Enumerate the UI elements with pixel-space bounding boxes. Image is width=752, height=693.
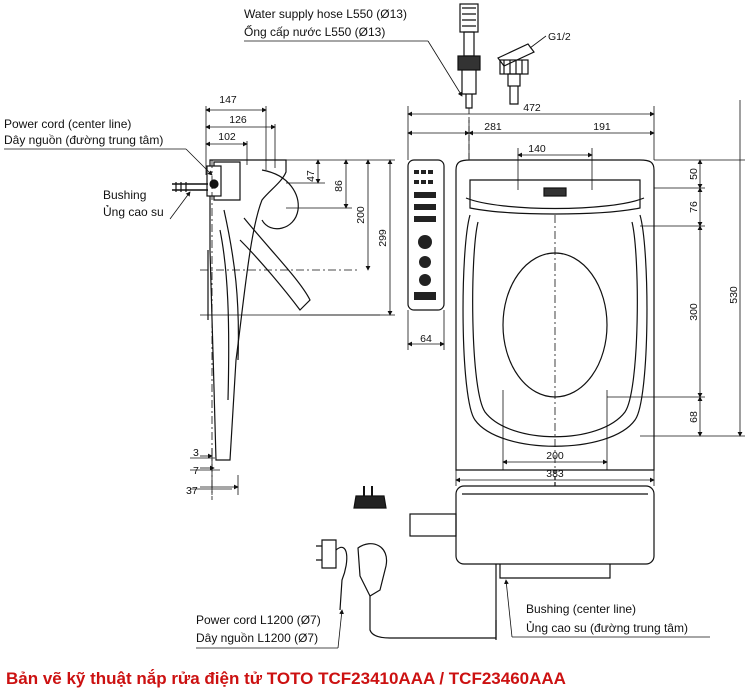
dim-50: 50 (688, 168, 700, 180)
top-dimensions (407, 100, 745, 486)
label-power-cord-en: Power cord L1200 (Ø7) (196, 613, 321, 627)
dim-3: 3 (193, 447, 199, 459)
label-power-cord-center-vi: Dây nguồn (đường trung tâm) (4, 133, 163, 147)
dim-126: 126 (229, 114, 247, 126)
label-bushing-center-vi: Ủng cao su (đường trung tâm) (526, 620, 688, 635)
dim-68: 68 (688, 411, 700, 423)
dim-472: 472 (523, 102, 541, 114)
label-thread: G1/2 (548, 31, 571, 43)
side-dimensions (190, 106, 395, 495)
side-labels: Power cord (center line) Dây nguồn (đườn… (4, 117, 213, 220)
dim-140: 140 (528, 143, 546, 155)
dim-300: 300 (688, 303, 700, 321)
dim-47: 47 (305, 170, 317, 182)
dim-200-side: 200 (355, 206, 367, 224)
side-view (172, 159, 380, 500)
dim-86: 86 (333, 180, 345, 192)
side-dimension-labels: 147 126 102 47 86 200 299 3 7 37 (186, 94, 389, 497)
dim-281: 281 (484, 121, 502, 133)
water-labels: Water supply hose L550 (Ø13) Ống cấp nướ… (244, 7, 571, 97)
dim-76: 76 (688, 201, 700, 213)
label-water-hose-en: Water supply hose L550 (Ø13) (244, 7, 407, 21)
water-supply-parts (457, 3, 535, 160)
dim-64: 64 (420, 333, 432, 345)
label-water-hose-vi: Ống cấp nước L550 (Ø13) (244, 24, 385, 39)
dim-102: 102 (218, 131, 236, 143)
cord-labels: Power cord L1200 (Ø7) Dây nguồn L1200 (Ø… (196, 579, 710, 649)
dim-200-bottom: 200 (546, 450, 564, 462)
dim-299: 299 (377, 229, 389, 247)
caption: Bản vẽ kỹ thuật nắp rửa điện tử TOTO TCF… (6, 669, 566, 688)
top-dimension-labels: 472 281 191 140 64 50 76 300 68 530 200 … (420, 102, 740, 480)
dim-530: 530 (728, 286, 740, 304)
label-power-cord-center-en: Power cord (center line) (4, 117, 131, 131)
top-view (407, 159, 655, 640)
dim-7: 7 (193, 465, 199, 477)
plug-parts (316, 486, 497, 639)
dim-191: 191 (593, 121, 611, 133)
dim-37: 37 (186, 485, 198, 497)
label-bushing-en: Bushing (103, 188, 146, 202)
dim-147: 147 (219, 94, 237, 106)
dim-383: 383 (546, 468, 564, 480)
label-power-cord-vi: Dây nguồn L1200 (Ø7) (196, 631, 318, 645)
label-bushing-vi: Ủng cao su (103, 204, 164, 219)
label-bushing-center-en: Bushing (center line) (526, 602, 636, 616)
